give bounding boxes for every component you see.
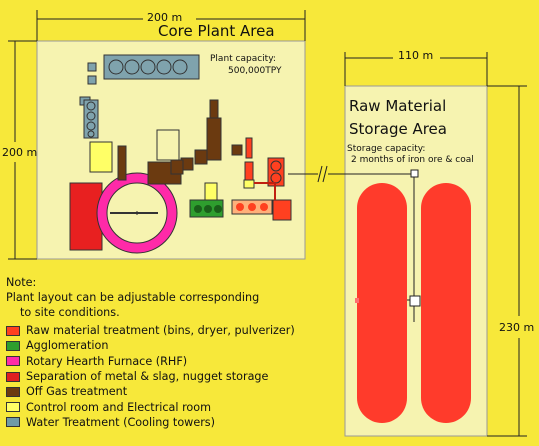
legend-swatch [6, 325, 20, 336]
legend-swatch [6, 417, 20, 428]
rotary-hearth-furnace [96, 172, 178, 254]
legend-item: Rotary Hearth Furnace (RHF) [6, 354, 295, 369]
legend: Raw material treatment (bins, dryer, pul… [6, 323, 295, 430]
legend-label: Off Gas treatment [26, 385, 128, 399]
legend-item: Separation of metal & slag, nugget stora… [6, 369, 295, 384]
legend-item: Off Gas treatment [6, 384, 295, 399]
capacity-value: 500,000TPY [228, 66, 282, 76]
water-treatment-stack [83, 99, 99, 139]
legend-label: Rotary Hearth Furnace (RHF) [26, 354, 188, 368]
legend-swatch [6, 402, 20, 413]
storage-height-dimension [487, 85, 527, 437]
core-width-dimension [36, 10, 306, 41]
storage-width-dimension [344, 52, 488, 86]
legend-label: Water Treatment (Cooling towers) [26, 415, 215, 429]
legend-item: Agglomeration [6, 338, 295, 353]
storage-title-line1: Raw Material [349, 97, 447, 115]
legend-item: Raw material treatment (bins, dryer, pul… [6, 323, 295, 338]
legend-swatch [6, 371, 20, 382]
note-line1: Plant layout can be adjustable correspon… [6, 291, 260, 304]
off-gas-treatment [117, 99, 243, 185]
agglomeration-units [189, 199, 224, 218]
core-area-title: Core Plant Area [158, 22, 275, 40]
legend-label: Raw material treatment (bins, dryer, pul… [26, 324, 295, 338]
legend-label: Separation of metal & slag, nugget stora… [26, 370, 269, 384]
legend-label: Agglomeration [26, 339, 109, 353]
legend-item: Water Treatment (Cooling towers) [6, 415, 295, 430]
cooling-towers [79, 54, 200, 106]
storage-capacity-value: 2 months of iron ore & coal [351, 155, 474, 165]
note-line2: to site conditions. [20, 306, 120, 319]
storage-title-line2: Storage Area [349, 120, 447, 138]
legend-item: Control room and Electrical room [6, 399, 295, 414]
raw-material-treatment [231, 137, 292, 221]
legend-label: Control room and Electrical room [26, 400, 212, 414]
legend-swatch [6, 340, 20, 351]
storage-capacity-label: Storage capacity: [347, 144, 426, 154]
core-width-label: 200 m [147, 11, 183, 24]
storage-height-label: 230 m [499, 321, 535, 334]
core-height-label: 200 m [2, 146, 38, 159]
note-heading: Note: [6, 276, 37, 289]
raw-material-piles [355, 183, 471, 423]
legend-swatch [6, 356, 20, 367]
capacity-label: Plant capacity: [210, 54, 276, 64]
control-room [89, 141, 113, 173]
electrical-room [204, 182, 218, 201]
core-height-dimension [8, 40, 37, 260]
storage-width-label: 110 m [398, 49, 434, 62]
legend-swatch [6, 386, 20, 397]
